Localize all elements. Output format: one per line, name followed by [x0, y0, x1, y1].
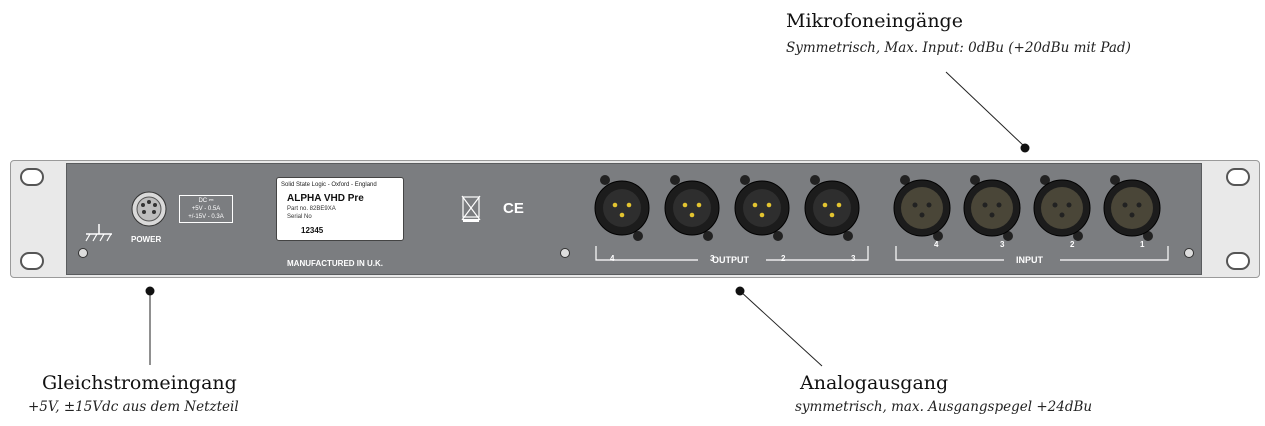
mic-inputs-subtitle: Symmetrisch, Max. Input: 0dBu (+20dBu mi… — [786, 40, 1131, 56]
serial-value: 12345 — [301, 226, 324, 235]
input-channel-4: 4 — [934, 240, 939, 249]
analog-output-title: Analogausgang — [800, 372, 949, 394]
rack-slot-bottom-right — [1226, 252, 1250, 270]
analog-leader-dot — [735, 286, 745, 296]
dc-line-2: +5V - 0.5A — [191, 206, 221, 212]
input-label: INPUT — [1016, 255, 1043, 265]
output-connectors — [594, 175, 869, 261]
panel-screw — [1184, 248, 1194, 258]
input-xlr-3 — [963, 175, 1021, 241]
analog-output-subtitle: symmetrisch, max. Ausgangspegel +24dBu — [795, 399, 1093, 415]
panel-screw — [78, 248, 88, 258]
mic-inputs-title: Mikrofoneingänge — [786, 10, 963, 32]
product-label: Solid State Logic - Oxford - England ALP… — [276, 177, 404, 241]
power-label: POWER — [131, 235, 162, 244]
output-channel-1: 3 — [851, 254, 856, 263]
input-channel-2: 2 — [1070, 240, 1075, 249]
dc-input-title: Gleichstromeingang — [42, 372, 237, 394]
input-channel-3: 3 — [1000, 240, 1005, 249]
rack-slot-top-right — [1226, 168, 1250, 186]
manufactured-label: MANUFACTURED IN U.K. — [287, 259, 383, 268]
dc-input-subtitle: +5V, ±15Vdc aus dem Netzteil — [28, 399, 239, 415]
output-channel-2: 2 — [781, 254, 786, 263]
weee-bin-icon — [461, 195, 481, 222]
output-channel-3: 3 — [710, 254, 715, 263]
output-xlr-1 — [804, 175, 860, 241]
input-xlr-4 — [893, 175, 951, 241]
mic-leader-line — [945, 71, 1026, 148]
input-xlr-2 — [1033, 175, 1091, 241]
output-channel-4: 4 — [610, 254, 615, 263]
output-xlr-3 — [664, 175, 720, 241]
output-xlr-2 — [734, 175, 790, 241]
input-xlr-1 — [1103, 175, 1161, 241]
rack-slot-bottom-left — [20, 252, 44, 270]
model-name: ALPHA VHD Pre — [287, 193, 364, 204]
dc-line-3: +/-15V - 0.3A — [188, 214, 224, 220]
dc-leader-dot — [145, 286, 155, 296]
ground-icon — [85, 224, 112, 242]
dc-rating-box: DC ⎓ +5V - 0.5A +/-15V - 0.3A — [179, 195, 233, 223]
serial-label: Serial No — [287, 214, 312, 220]
maker-line: Solid State Logic - Oxford - England — [281, 182, 377, 188]
analog-leader-line — [739, 290, 823, 367]
part-number: Part no. 82BE9XA — [287, 206, 336, 212]
panel-screw — [560, 248, 570, 258]
power-connector-icon — [131, 191, 167, 227]
mic-leader-dot — [1020, 143, 1030, 153]
input-channel-1: 1 — [1140, 240, 1145, 249]
dc-line-1: DC ⎓ — [198, 198, 214, 204]
output-xlr-4 — [594, 175, 650, 241]
input-connectors — [893, 175, 1169, 261]
ce-mark: CE — [503, 200, 524, 217]
rack-slot-top-left — [20, 168, 44, 186]
output-label: OUTPUT — [712, 255, 749, 265]
